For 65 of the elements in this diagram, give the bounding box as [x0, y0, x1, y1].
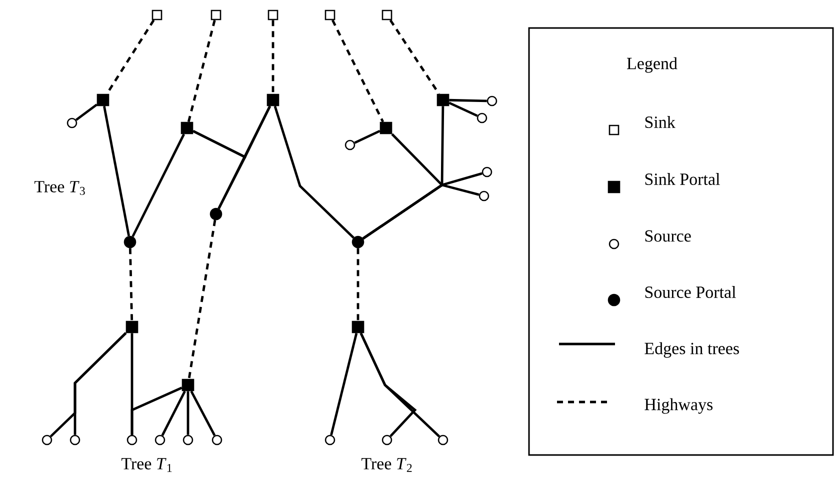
tree-edge	[362, 184, 480, 240]
highway-line	[389, 20, 440, 95]
portal-dot	[352, 236, 364, 248]
highway-line	[272, 20, 274, 94]
portal-square	[180, 122, 194, 134]
portal-square	[182, 378, 194, 392]
tree-label: Tree T$_{2}$	[361, 458, 412, 472]
source-circle	[438, 434, 448, 446]
source-circle	[66, 118, 78, 128]
tree-edge	[74, 332, 127, 435]
tree-edge	[448, 102, 478, 117]
legend-title: Legend	[627, 57, 678, 73]
tree-edge	[218, 106, 271, 210]
portal-dot	[124, 236, 136, 248]
tree-edge	[130, 386, 182, 435]
legend-text: Sink Portal	[645, 173, 720, 185]
tree-label: Tree T$_{1}$	[121, 458, 172, 472]
source-circle	[154, 434, 166, 446]
highway-line	[188, 220, 216, 380]
portal-square	[266, 94, 280, 106]
source-circle	[482, 166, 492, 178]
tree-edge	[190, 390, 216, 436]
tree-edge	[330, 332, 358, 436]
legend-text: Edges in trees	[644, 342, 739, 358]
portal-square	[96, 94, 110, 106]
highway-line	[356, 248, 360, 321]
source-circle	[324, 434, 336, 446]
tree-edge	[132, 134, 185, 238]
sink-square	[152, 10, 162, 20]
tree-edge	[161, 390, 186, 436]
sink-square	[324, 10, 336, 20]
legend-text: Source Portal	[645, 286, 736, 298]
portal-square	[436, 94, 450, 106]
source-circle	[382, 434, 392, 446]
tree-edge	[186, 391, 190, 435]
source-circle	[486, 96, 498, 106]
source-circle	[344, 140, 356, 150]
highway-line	[187, 20, 216, 122]
legend-text: Highways	[644, 398, 713, 414]
tree-edge	[274, 106, 354, 239]
tree-edge	[75, 104, 98, 121]
highway-line	[128, 248, 134, 321]
legend-text: Sink	[645, 116, 676, 128]
source-circle	[182, 434, 194, 446]
source-circle	[42, 434, 52, 446]
source-circle	[478, 190, 490, 202]
source-circle	[70, 434, 80, 446]
tree-edge	[103, 106, 130, 236]
sink-square	[382, 10, 392, 20]
tree-edge	[449, 98, 487, 102]
portal-dot	[210, 208, 222, 220]
portal-square	[126, 320, 138, 334]
sink-square	[268, 10, 278, 20]
legend-text: Source	[645, 230, 691, 242]
source-circle	[126, 434, 138, 446]
portal-square	[352, 320, 364, 334]
tree-edge	[360, 332, 440, 438]
highway-line	[331, 20, 384, 122]
tree-label: Tree T$_{3}$	[34, 181, 85, 195]
portal-square	[380, 122, 392, 134]
source-circle	[212, 434, 222, 446]
source-circle	[476, 112, 488, 124]
tree-edge	[192, 130, 247, 210]
tree-edge	[354, 130, 380, 144]
sink-square	[210, 10, 222, 20]
